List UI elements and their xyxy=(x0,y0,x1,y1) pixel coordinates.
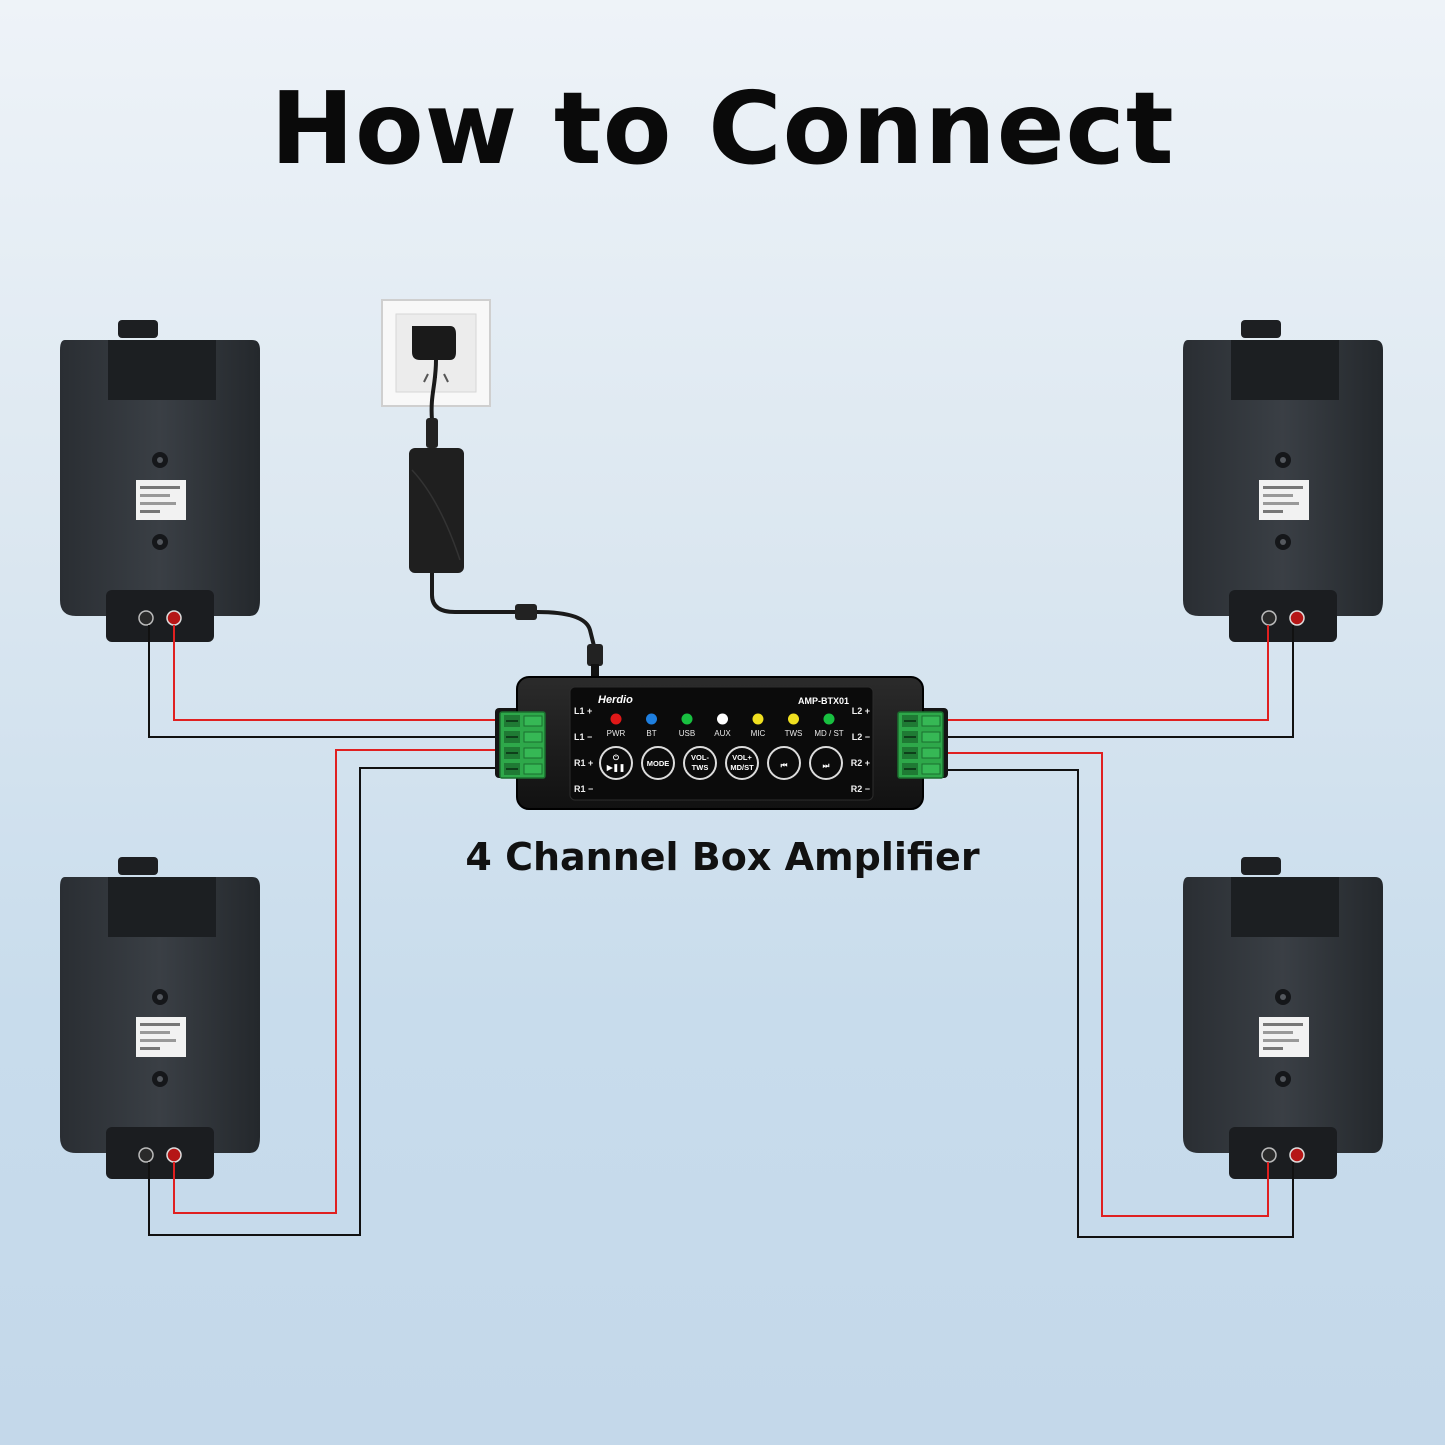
indicator-label: TWS xyxy=(785,729,803,738)
terminal-label-r1: R1 + xyxy=(574,758,593,768)
indicator-label: USB xyxy=(679,729,695,738)
terminal-label-l2: L2 − xyxy=(852,732,870,742)
left-terminal-screw-1[interactable] xyxy=(504,715,543,727)
left-terminal-screw-2[interactable] xyxy=(504,731,543,743)
terminal-label-r2: R2 + xyxy=(851,758,870,768)
vol-up-button[interactable]: VOL+MD/ST xyxy=(725,746,759,780)
indicator-led-usb xyxy=(681,713,693,725)
left-terminal-screw-4[interactable] xyxy=(504,763,543,775)
button-label: ▶❚❚ xyxy=(606,763,625,773)
terminal-label-r2: R2 − xyxy=(851,784,870,794)
terminal-label-r1: R1 − xyxy=(574,784,593,794)
vol-up-icon: VOL+ xyxy=(732,753,752,762)
vol-down-icon: VOL- xyxy=(691,753,709,762)
power-adapter xyxy=(409,359,603,676)
terminal-label-l1: L1 − xyxy=(574,732,592,742)
right-terminal-screw-1[interactable] xyxy=(902,715,941,727)
wall-outlet xyxy=(381,299,491,407)
previous-button[interactable]: ⏮ xyxy=(767,746,801,780)
indicator-label: MIC xyxy=(751,729,766,738)
wire-l2-negative xyxy=(920,625,1294,738)
amplifier-box: Herdio AMP-BTX01 PWR BT USB AUX MIC TWS MD / S… xyxy=(495,676,948,810)
indicator-label: MD / ST xyxy=(814,729,843,738)
indicator-led-pwr xyxy=(610,713,622,725)
right-terminal-screw-3[interactable] xyxy=(902,747,941,759)
indicator-led-mic xyxy=(752,713,764,725)
next-button[interactable]: ⏭ xyxy=(809,746,843,780)
speaker-bottom-right xyxy=(1182,856,1384,1180)
next-icon: ⏭ xyxy=(823,761,831,770)
speaker-wires xyxy=(148,625,1294,1238)
terminal-label-l2: L2 + xyxy=(852,706,870,716)
amplifier-brand: Herdio xyxy=(598,694,633,706)
left-terminal-screw-3[interactable] xyxy=(504,747,543,759)
wire-r1-negative xyxy=(148,767,520,1236)
indicator-led-bt xyxy=(646,713,657,725)
button-label: MD/ST xyxy=(730,763,754,772)
wire-l1-negative xyxy=(148,625,520,738)
vol-down-button[interactable]: VOL-TWS xyxy=(683,746,717,780)
right-terminal-screw-2[interactable] xyxy=(902,731,941,743)
amplifier-caption: 4 Channel Box Amplifier xyxy=(465,835,980,879)
speaker-bottom-left xyxy=(59,856,261,1180)
speaker-top-right xyxy=(1182,319,1384,643)
indicator-led-mdst xyxy=(823,713,835,725)
indicator-led-tws xyxy=(788,713,799,725)
wire-l1-positive xyxy=(173,625,520,721)
power-play-pause-button[interactable]: ⏻▶❚❚ xyxy=(599,746,633,780)
button-label: TWS xyxy=(692,763,709,772)
wire-r1-positive xyxy=(173,749,520,1214)
terminal-label-l1: L1 + xyxy=(574,706,592,716)
mode-button[interactable]: MODE xyxy=(641,746,675,780)
right-terminal-screw-4[interactable] xyxy=(902,763,941,775)
speaker-top-left xyxy=(59,319,261,643)
previous-icon: ⏮ xyxy=(781,761,788,770)
power-play-pause-icon: ⏻ xyxy=(613,753,620,762)
wire-r2-positive xyxy=(920,752,1269,1217)
mode-icon: MODE xyxy=(647,759,670,768)
indicator-label: PWR xyxy=(607,729,626,738)
amplifier-model: AMP-BTX01 xyxy=(798,696,849,706)
wire-l2-positive xyxy=(920,625,1269,721)
indicator-led-aux xyxy=(717,713,728,725)
indicator-label: BT xyxy=(646,729,656,738)
wire-r2-negative xyxy=(920,769,1294,1238)
indicator-label: AUX xyxy=(714,729,731,738)
page-title: How to Connect xyxy=(270,70,1175,187)
